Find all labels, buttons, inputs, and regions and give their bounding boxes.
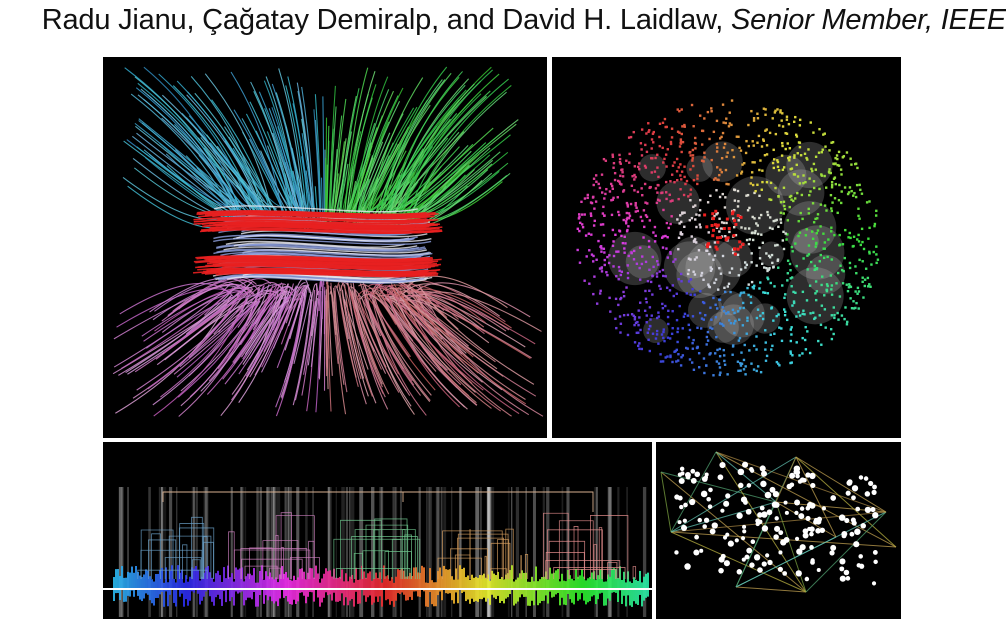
figure-panel-tractography — [103, 57, 547, 438]
author-line: Radu Jianu, Çağatay Demiralp, and David … — [0, 4, 1006, 44]
hull-image — [660, 451, 897, 593]
figure-panel-3d-hull — [656, 442, 901, 619]
author-membership: Senior Member, IEEE — [730, 4, 1006, 36]
dendrogram-image — [103, 487, 652, 617]
tractography-image — [112, 66, 544, 417]
point-cloud-image — [576, 99, 880, 377]
figure-panel-point-cloud — [552, 57, 901, 438]
figure-panel-dendrogram — [103, 442, 652, 619]
author-names: Radu Jianu, Çağatay Demiralp, and David … — [41, 4, 731, 36]
